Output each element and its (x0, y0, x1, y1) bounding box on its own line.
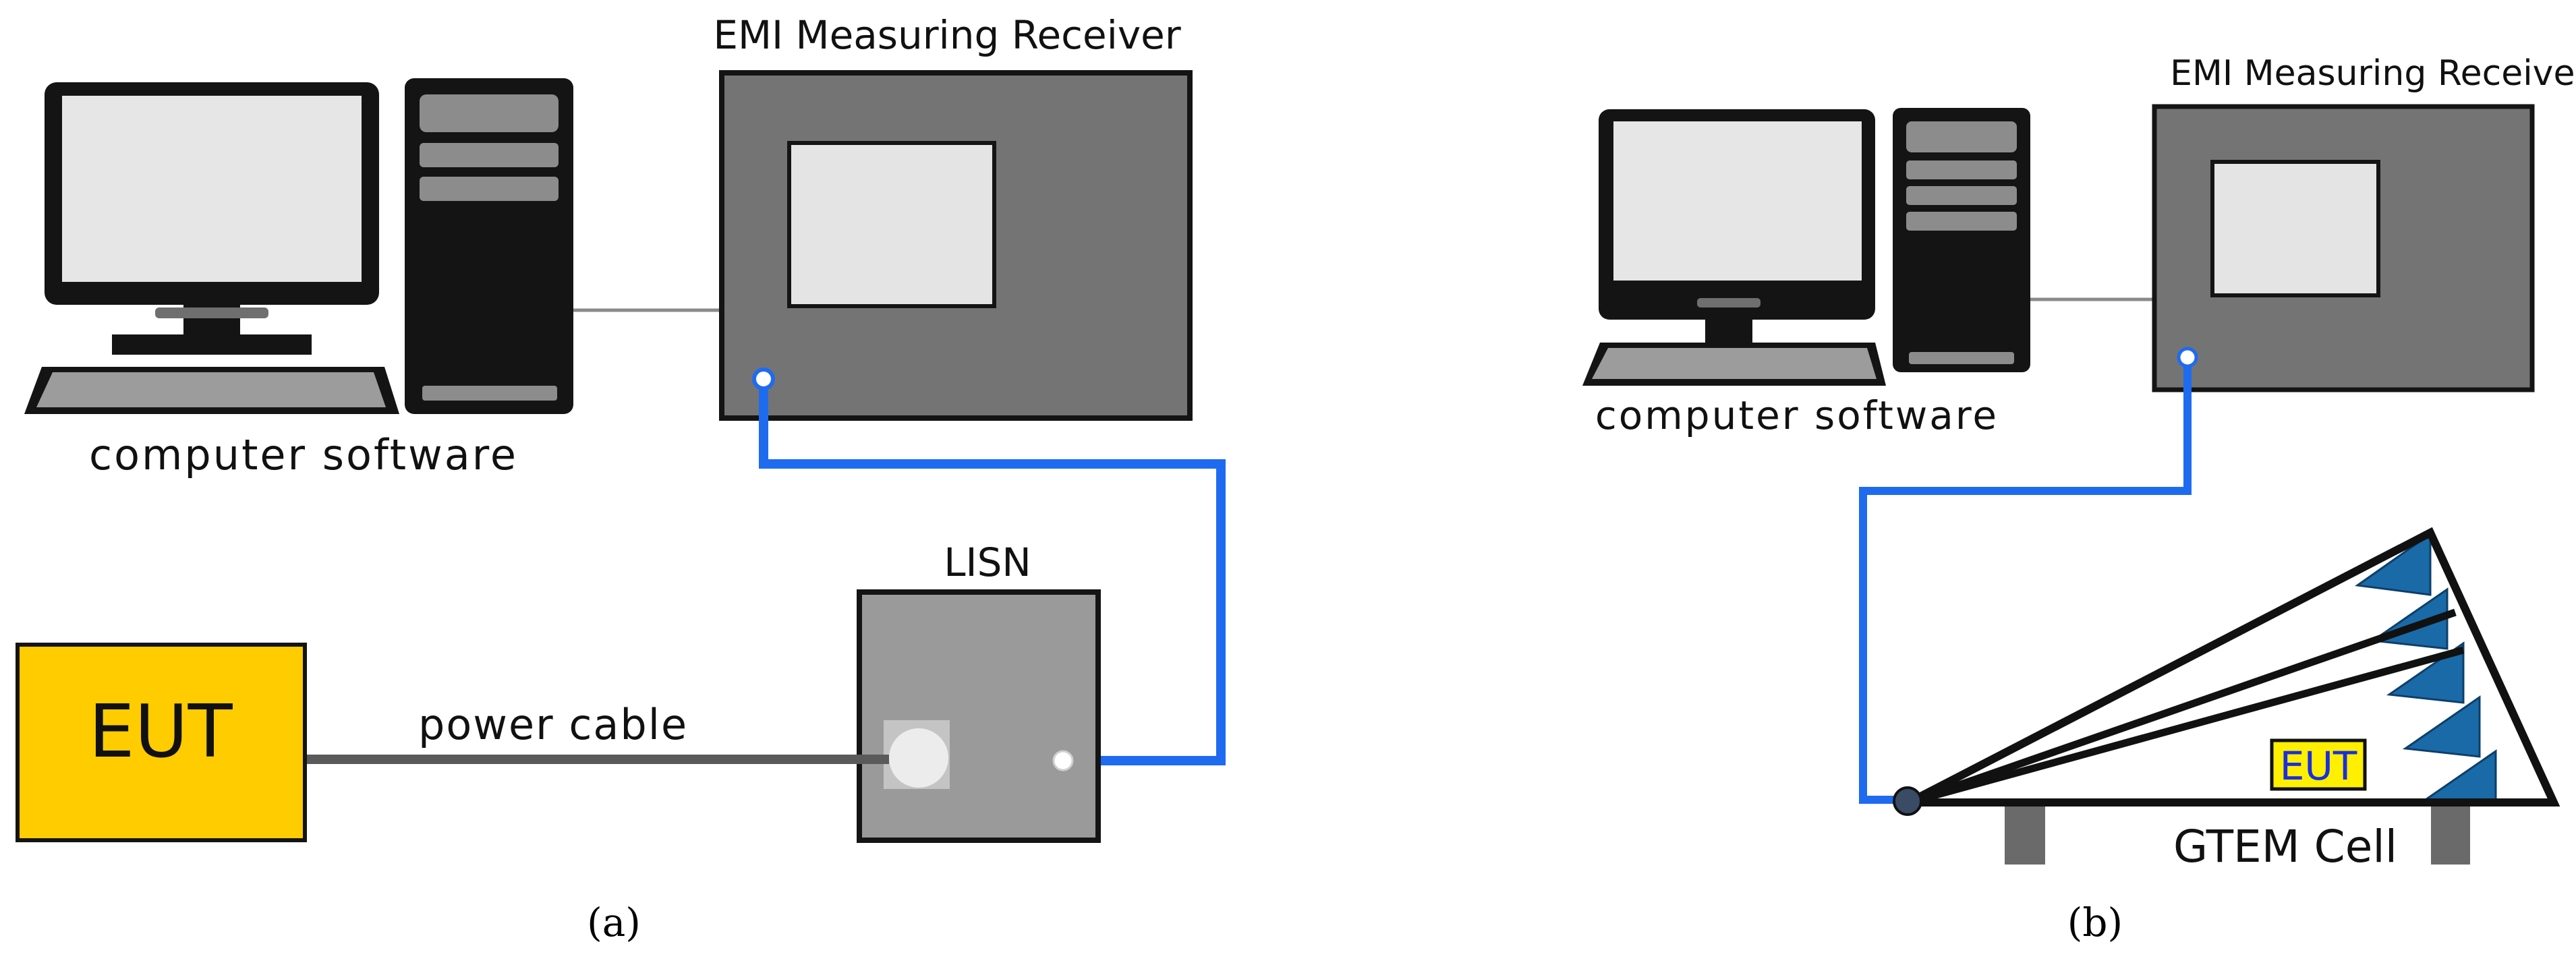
power-cable-label: power cable (418, 700, 688, 749)
computer-label: computer software (89, 430, 518, 479)
gtem-connector (1893, 786, 1922, 816)
panel-b: computer software EMI Measuring Receiver (1582, 53, 2576, 945)
emi-receiver (719, 70, 1193, 421)
receiver-port-b (2177, 347, 2198, 368)
lisn-label: LISN (944, 539, 1031, 585)
eut-box-b (2270, 738, 2367, 791)
lisn-box (857, 589, 1101, 843)
rf-cable-b (1859, 357, 2192, 804)
eut-label: EUT (88, 690, 233, 774)
caption-a: (a) (587, 900, 641, 945)
receiver-label: EMI Measuring Receiver (713, 12, 1181, 58)
computer-icon (24, 78, 573, 414)
computer-icon-b (1582, 108, 2030, 386)
receiver-label-b: EMI Measuring Receiver (2170, 53, 2576, 94)
emi-receiver-b (2152, 104, 2535, 392)
absorber-cones (2354, 532, 2497, 804)
eut-label-b: EUT (2280, 743, 2357, 789)
panel-a: computer software EMI Measuring Receiver… (16, 12, 1226, 945)
computer-label-b: computer software (1595, 392, 1999, 438)
rf-cable (759, 378, 1226, 765)
caption-b: (b) (2067, 900, 2123, 945)
gtem-cell (1893, 527, 2560, 865)
lisn-port (1052, 750, 1074, 771)
gtem-label: GTEM Cell (2173, 821, 2397, 873)
receiver-port (752, 368, 775, 390)
eut-box (16, 643, 307, 842)
